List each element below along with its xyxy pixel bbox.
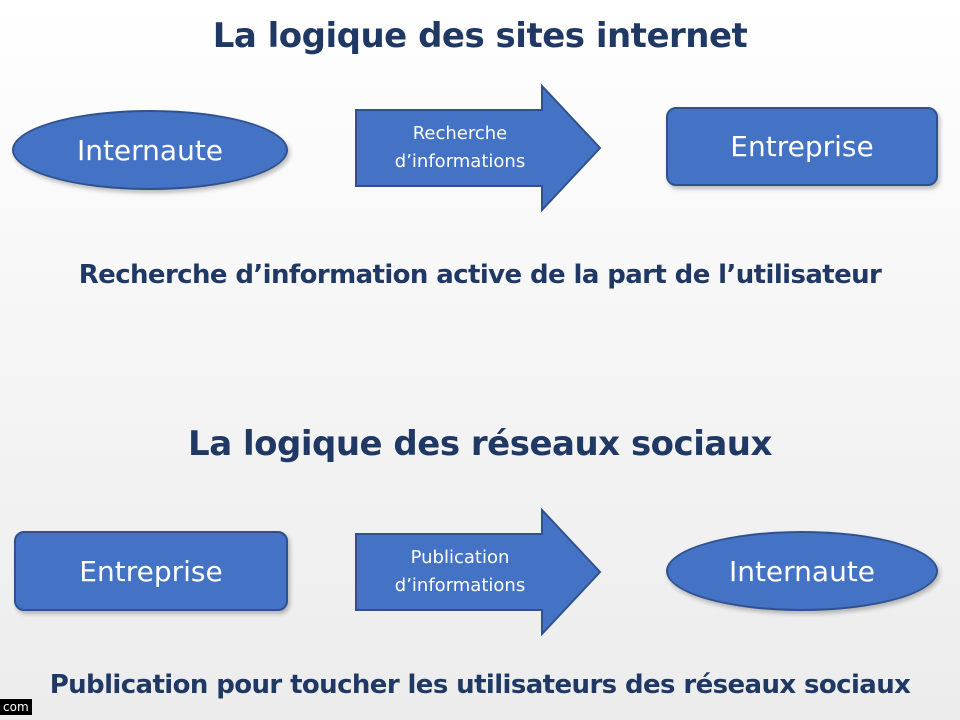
internaute-node: Internaute xyxy=(666,531,938,611)
section-2-title: La logique des réseaux sociaux xyxy=(188,424,772,464)
arrow-label-line-1: Publication xyxy=(410,547,510,568)
internaute-label: Internaute xyxy=(76,133,224,167)
publication-arrow-label: Publication d’informations xyxy=(358,544,562,600)
publication-arrow: Publication d’informations xyxy=(354,508,602,636)
entreprise-node: Entreprise xyxy=(666,107,938,186)
arrow-label-line-1: Recherche xyxy=(412,123,508,144)
arrow-label-line-2: d’informations xyxy=(394,575,526,596)
entreprise-label: Entreprise xyxy=(79,554,223,588)
recherche-arrow-label: Recherche d’informations xyxy=(358,120,562,176)
corner-watermark: com xyxy=(0,699,32,715)
internaute-label: Internaute xyxy=(728,554,876,588)
section-1-title: La logique des sites internet xyxy=(212,16,748,56)
internaute-node: Internaute xyxy=(12,110,288,190)
entreprise-label: Entreprise xyxy=(730,130,874,163)
recherche-arrow: Recherche d’informations xyxy=(354,84,602,212)
right-arrow-icon xyxy=(355,84,602,212)
entreprise-node: Entreprise xyxy=(14,531,288,611)
section-2-caption: Publication pour toucher les utilisateur… xyxy=(49,670,911,700)
section-1-caption: Recherche d’information active de la par… xyxy=(78,260,882,290)
right-arrow-icon xyxy=(355,508,602,636)
arrow-label-line-2: d’informations xyxy=(394,151,526,172)
